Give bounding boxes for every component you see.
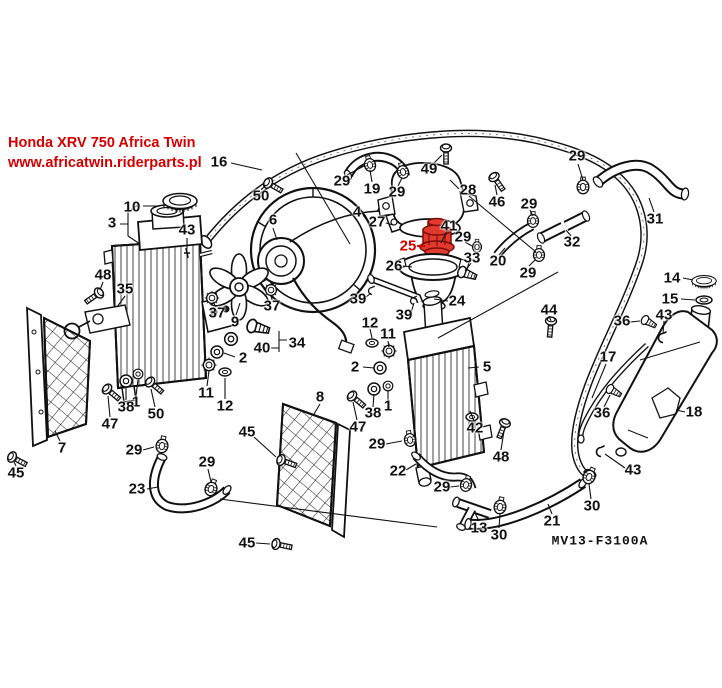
part-label-47: 47 [101, 415, 119, 433]
part-label-29: 29 [433, 478, 451, 496]
hose-32 [536, 210, 591, 244]
part-label-45: 45 [238, 423, 256, 441]
part-label-27: 27 [368, 213, 386, 231]
part-label-50: 50 [252, 187, 270, 205]
part-label-24: 24 [448, 292, 466, 310]
part-label-23: 23 [128, 480, 146, 498]
part-label-2: 2 [238, 349, 248, 367]
tank-cap-14 [691, 275, 717, 290]
right-radiator [402, 290, 493, 487]
part-label-20: 20 [489, 252, 507, 270]
part-label-9: 9 [230, 313, 240, 331]
grille-guard-8 [275, 402, 351, 539]
part-label-10: 10 [123, 198, 141, 216]
fan-propeller-9 [209, 253, 269, 321]
part-label-29: 29 [388, 183, 406, 201]
seal-ring-15 [695, 295, 713, 305]
part-label-26: 26 [385, 257, 403, 275]
highlighted-part-25 [419, 217, 455, 257]
part-label-18: 18 [685, 403, 703, 421]
part-label-39: 39 [349, 290, 367, 308]
part-label-46: 46 [488, 193, 506, 211]
part-label-43: 43 [178, 221, 196, 239]
part-label-22: 22 [389, 462, 407, 480]
part-label-4: 4 [352, 203, 362, 221]
thermostat-housing [377, 162, 479, 238]
part-label-11: 11 [198, 384, 214, 402]
siphon-tube-17 [577, 342, 649, 444]
part-label-50: 50 [147, 405, 165, 423]
part-label-34: 34 [288, 334, 306, 352]
hose-31 [592, 159, 690, 201]
part-label-43: 43 [624, 461, 642, 479]
part-label-8: 8 [315, 388, 325, 406]
part-label-29: 29 [125, 441, 143, 459]
part-label-19: 19 [363, 180, 381, 198]
part-label-16: 16 [210, 153, 228, 171]
part-label-43: 43 [655, 306, 673, 324]
watermark-line2: www.africatwin.riderparts.pl [8, 155, 202, 171]
reserve-tank-18 [612, 305, 718, 457]
part-label-29: 29 [568, 147, 586, 165]
three-way-joint-13 [452, 496, 492, 531]
part-label-36: 36 [613, 312, 631, 330]
drawing-code: MV13-F3100A [551, 533, 649, 549]
part-label-39: 39 [395, 306, 413, 324]
part-label-29: 29 [520, 195, 538, 213]
part-label-2: 2 [350, 358, 360, 376]
part-label-28: 28 [459, 181, 477, 199]
hose-20 [493, 222, 535, 258]
part-label-38: 38 [364, 404, 382, 422]
part-label-45: 45 [238, 534, 256, 552]
part-label-1: 1 [131, 393, 141, 411]
part-label-37: 37 [263, 297, 281, 315]
watermark-title: Honda XRV 750 Africa Twin www.africatwin… [8, 133, 202, 173]
part-label-7: 7 [57, 439, 67, 457]
part-label-12: 12 [361, 314, 379, 332]
part-label-44: 44 [540, 301, 558, 319]
part-label-29: 29 [454, 228, 472, 246]
part-label-32: 32 [563, 233, 581, 251]
hose-23 [149, 453, 232, 514]
part-label-45: 45 [7, 464, 25, 482]
part-label-3: 3 [107, 214, 117, 232]
joint-pipe-24 [367, 273, 424, 304]
part-label-21: 21 [543, 512, 561, 530]
part-label-48: 48 [94, 266, 112, 284]
part-label-49: 49 [420, 160, 438, 178]
part-label-1: 1 [383, 397, 393, 415]
part-label-30: 30 [490, 526, 508, 544]
leader-lines [13, 152, 696, 545]
part-label-15: 15 [661, 290, 679, 308]
watermark-line1: Honda XRV 750 Africa Twin [8, 135, 196, 151]
part-label-42: 42 [466, 419, 484, 437]
part-label-30: 30 [583, 497, 601, 515]
part-label-31: 31 [646, 210, 664, 228]
part-label-47: 47 [349, 418, 367, 436]
part-label-17: 17 [599, 348, 617, 366]
part-label-33: 33 [463, 249, 481, 267]
part-label-48: 48 [492, 448, 510, 466]
sensors-and-clips [63, 247, 668, 458]
part-label-13: 13 [470, 519, 488, 537]
part-label-29: 29 [519, 264, 537, 282]
grille-guard-7 [26, 306, 92, 448]
part-label-5: 5 [482, 358, 492, 376]
part-label-12: 12 [216, 397, 234, 415]
part-label-11: 11 [380, 325, 396, 343]
part-label-29: 29 [333, 172, 351, 190]
part-label-25: 25 [399, 237, 417, 255]
part-label-6: 6 [268, 211, 278, 229]
part-label-38: 38 [117, 398, 135, 416]
part-label-35: 35 [116, 280, 134, 298]
part-label-40: 40 [253, 339, 271, 357]
part-label-36: 36 [593, 404, 611, 422]
part-label-41: 41 [440, 217, 458, 235]
hose-21 [464, 477, 588, 531]
part-label-14: 14 [663, 269, 681, 287]
part-label-37: 37 [208, 304, 226, 322]
part-label-29: 29 [198, 453, 216, 471]
part-label-29: 29 [368, 435, 386, 453]
